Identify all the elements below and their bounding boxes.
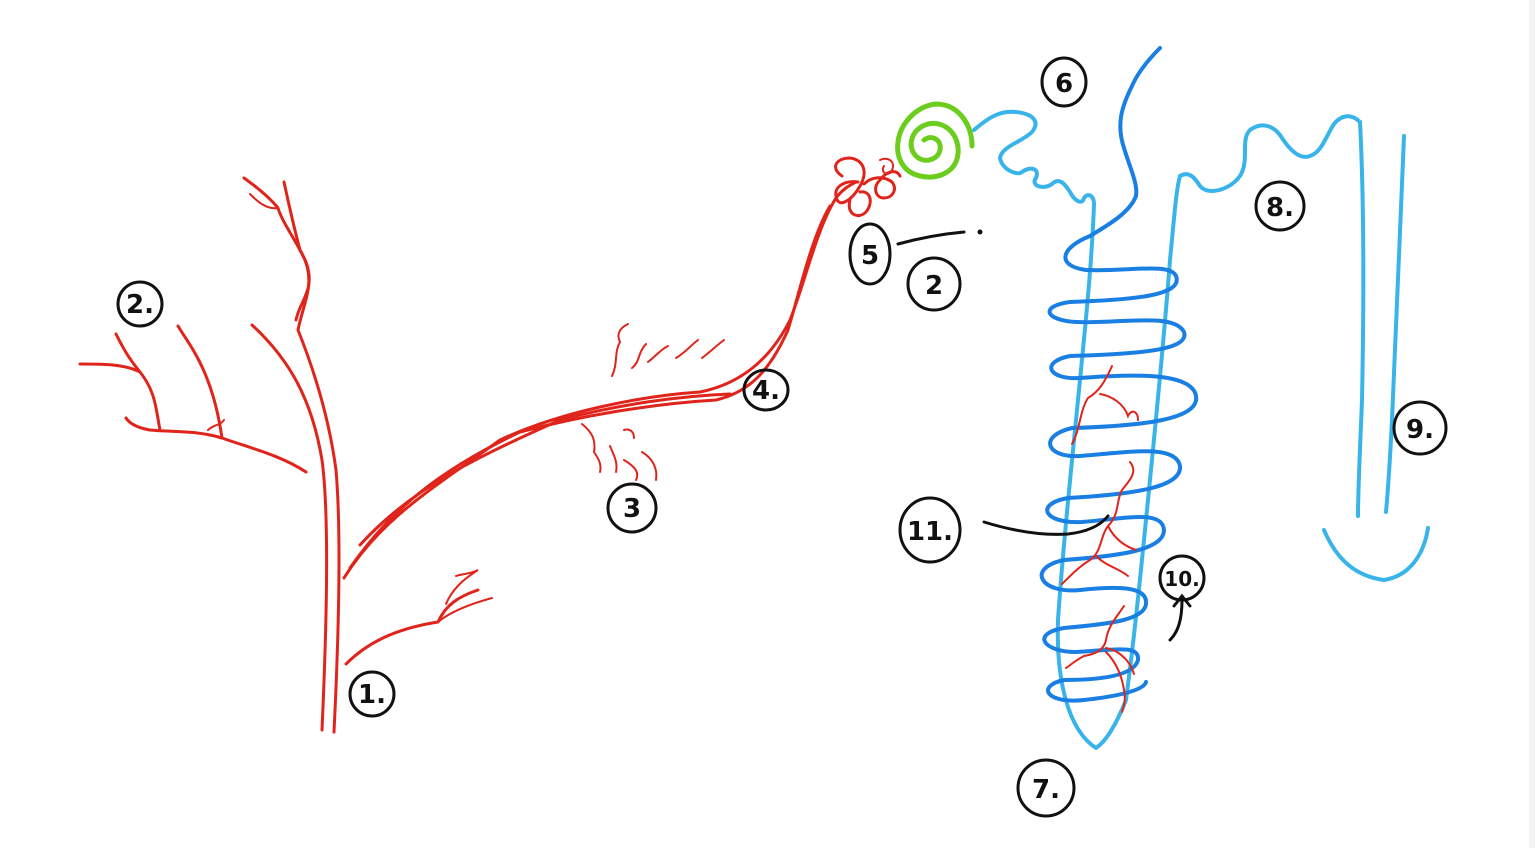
long-duct-left <box>1356 120 1366 518</box>
pointer-arrowhead-label-10 <box>1172 593 1192 608</box>
svg-text:7.: 7. <box>1032 775 1060 805</box>
artery-twig-lower-2 <box>445 569 479 605</box>
pointer-dot-label-5 <box>977 229 983 235</box>
capillary-8 <box>1105 647 1135 675</box>
label-5-sub: 2 <box>906 256 962 312</box>
svg-text:8.: 8. <box>1266 193 1294 223</box>
feather-above-5 <box>701 339 725 359</box>
svg-text:11.: 11. <box>907 517 953 547</box>
label-5: 5 <box>848 222 892 286</box>
svg-text:6: 6 <box>1055 69 1073 99</box>
artery-branch-lower <box>344 588 480 666</box>
feather-below-5 <box>623 428 635 439</box>
glomerulus-loop-4 <box>879 157 894 175</box>
dark-blue-vessels <box>1039 46 1199 703</box>
long-artery-lower <box>348 204 832 570</box>
convoluted-vessel-from-coil <box>972 109 1096 206</box>
pointer-label-11 <box>982 514 1110 536</box>
green-spiral-coil <box>895 101 975 180</box>
artery-twig-lower-1 <box>437 597 493 623</box>
feather-below-2 <box>609 445 618 473</box>
capillary-5 <box>1095 555 1129 577</box>
light-blue-vessels <box>972 109 1430 750</box>
svg-text:3: 3 <box>623 494 641 524</box>
capillary-1 <box>1071 365 1113 445</box>
label-8: 8. <box>1254 180 1306 232</box>
page-edge-strip <box>1529 0 1535 848</box>
label-3: 3 <box>606 482 658 534</box>
convoluted-vessel-label-8 <box>1178 114 1362 193</box>
artery-sub-branch-1 <box>176 324 224 440</box>
capillary-7 <box>1105 651 1126 713</box>
feather-above-1 <box>611 323 629 377</box>
artery-branch-top <box>242 176 311 322</box>
svg-text:9.: 9. <box>1406 415 1434 445</box>
svg-text:4.: 4. <box>752 376 780 406</box>
peritubular-capillaries <box>1061 365 1139 713</box>
feather-below-4 <box>641 451 658 481</box>
artery-branch-left <box>124 416 308 474</box>
long-artery-inner <box>358 392 732 547</box>
feather-above-4 <box>675 339 699 359</box>
label-6: 6 <box>1040 56 1088 108</box>
artery-sub-branch-3 <box>78 362 142 374</box>
capillary-2 <box>1099 393 1139 421</box>
svg-text:2.: 2. <box>126 290 154 320</box>
feather-above-2 <box>631 343 647 369</box>
feather-above-3 <box>647 345 669 363</box>
glomerulus-loop-2 <box>847 190 872 217</box>
artery-sub-branch-2 <box>114 332 162 432</box>
artery-tree <box>78 156 902 734</box>
pointer-label-5 <box>896 230 966 246</box>
label-7: 7. <box>1016 758 1076 818</box>
label-1: 1. <box>348 670 396 718</box>
descending-limb <box>1055 174 1182 750</box>
svg-text:1.: 1. <box>358 680 386 710</box>
long-duct-right <box>1384 134 1406 514</box>
duct-bowl <box>1322 526 1430 582</box>
feather-below-1 <box>581 423 602 473</box>
artery-twig-left <box>207 419 225 431</box>
label-4: 4. <box>742 368 790 412</box>
label-2: 2. <box>116 280 164 328</box>
dark-vessel-coil <box>1039 234 1199 703</box>
glomerulus-loop-1 <box>834 156 866 205</box>
pointer-label-10 <box>1168 598 1184 642</box>
label-11: 11. <box>898 496 962 564</box>
capillary-4 <box>1107 525 1137 551</box>
label-10: 10. <box>1158 554 1206 602</box>
svg-text:2: 2 <box>925 271 943 301</box>
main-artery-trunk-right <box>282 180 341 734</box>
feather-below-3 <box>623 459 639 481</box>
main-artery-trunk-left <box>250 323 329 732</box>
capillary-6 <box>1065 605 1125 669</box>
label-9: 9. <box>1392 400 1448 456</box>
svg-text:5: 5 <box>861 241 879 271</box>
artery-twig-top <box>249 193 279 210</box>
dark-vessel-top <box>1088 46 1162 238</box>
svg-text:10.: 10. <box>1164 567 1199 591</box>
